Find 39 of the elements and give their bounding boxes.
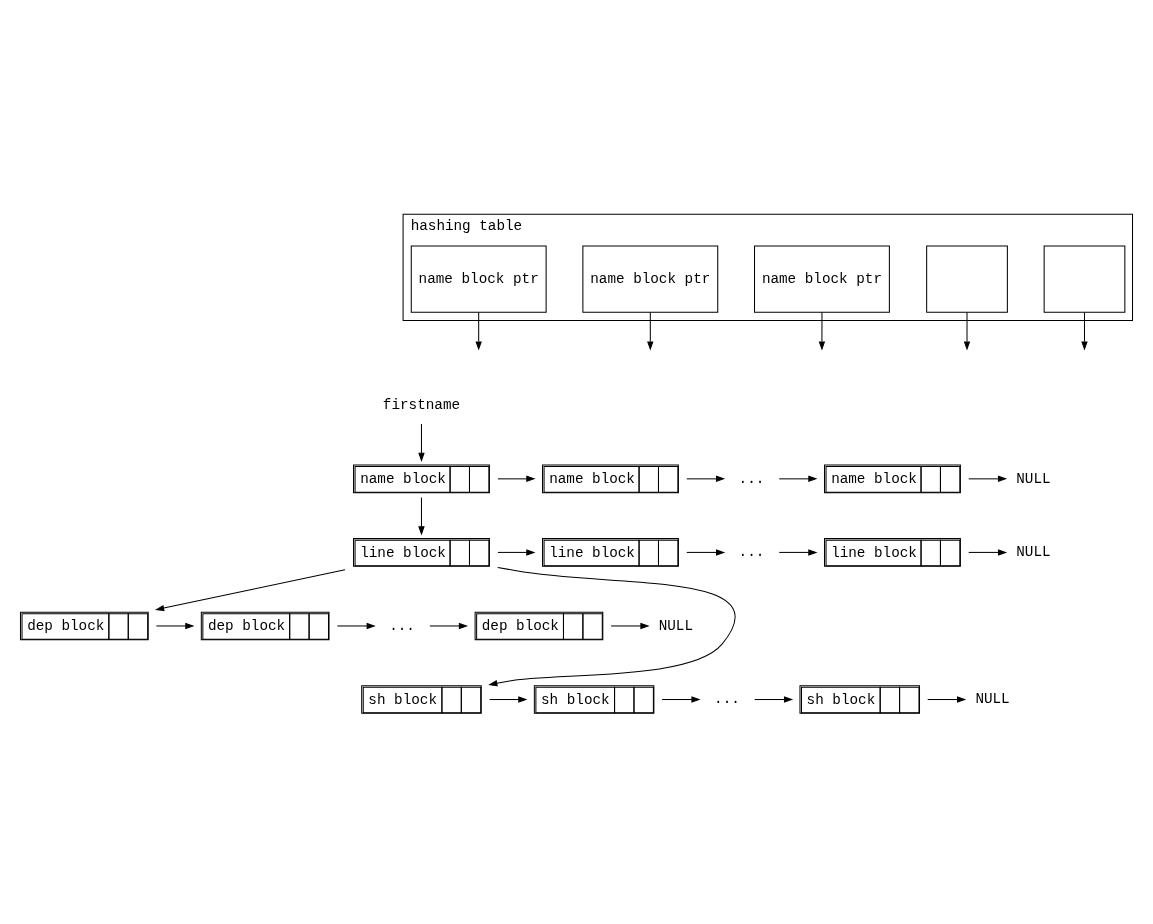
node-box: name block ptr (410, 245, 547, 313)
node-text: NULL (1016, 470, 1051, 487)
node-text: NULL (658, 617, 694, 634)
arrow (418, 423, 425, 462)
arrow (778, 475, 818, 483)
node-text: firstname (382, 397, 461, 414)
arrow (489, 696, 528, 703)
arrow (661, 696, 701, 703)
node-text: ... (738, 544, 765, 561)
node-box: name block ptr (582, 245, 719, 313)
arrow (963, 312, 971, 351)
arrow (968, 549, 1008, 556)
arrow (927, 696, 967, 703)
arrow (497, 475, 536, 483)
arrow (475, 312, 482, 351)
node-text: NULL (975, 691, 1010, 708)
arrow (155, 622, 195, 630)
arrow (488, 566, 736, 687)
node-text: ... (389, 617, 415, 634)
arrow (1081, 312, 1088, 351)
arrow (647, 312, 654, 351)
arrow (686, 549, 726, 556)
arrow (429, 622, 469, 630)
node-box: name block ptr (754, 245, 890, 313)
node-text: NULL (1016, 544, 1051, 561)
arrow (155, 569, 346, 612)
node-box (1043, 245, 1126, 313)
node-text: ... (714, 691, 740, 708)
arrow (418, 497, 425, 536)
arrow (818, 312, 826, 351)
node-text: ... (738, 470, 765, 487)
arrow (968, 475, 1008, 483)
node-box (926, 245, 1008, 313)
arrow (778, 549, 818, 556)
arrow (754, 696, 794, 703)
arrow (497, 549, 536, 556)
arrow (686, 475, 726, 483)
arrow (336, 622, 376, 630)
arrow (610, 622, 650, 630)
